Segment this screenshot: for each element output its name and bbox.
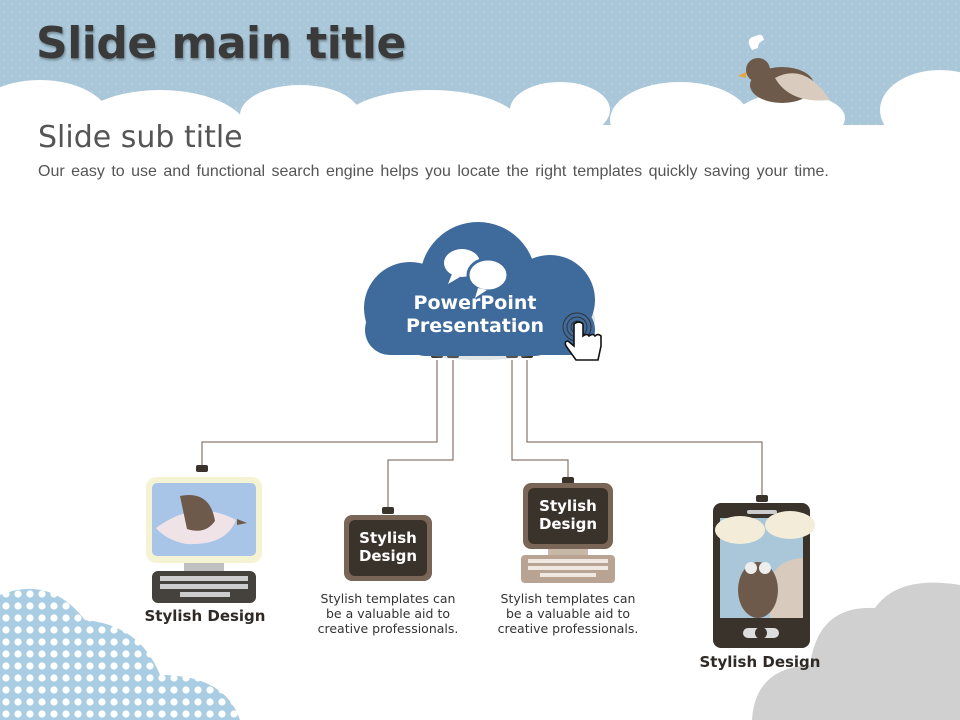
computer-device-3 [521, 483, 615, 583]
bird-icon [738, 34, 830, 103]
text-line: Stylish templates can [320, 591, 456, 606]
text-line: Stylish templates can [500, 591, 636, 606]
device-4-caption: Stylish Design [699, 653, 821, 671]
device-3-screen-text: Stylish Design [528, 497, 608, 533]
bottom-left-dotted-cloud [0, 588, 240, 720]
connector-plugs [196, 352, 768, 514]
text-line: creative professionals. [497, 621, 639, 636]
phone-owl-icon [713, 503, 815, 648]
screen-device-2 [344, 515, 432, 581]
text-line: be a valuable aid to [505, 606, 630, 621]
device-1-caption: Stylish Design [144, 607, 266, 625]
cloud-line1: PowerPoint [413, 292, 537, 314]
cloud-title[interactable]: PowerPoint Presentation [380, 292, 570, 338]
screen-line1: Stylish [359, 529, 417, 547]
cloud-line2: Presentation [406, 315, 544, 337]
screen-line2: Design [358, 547, 418, 565]
hand-cursor-icon [562, 312, 602, 361]
header-clouds [0, 70, 960, 180]
slide-description: Our easy to use and functional search en… [38, 163, 829, 180]
slide-main-title: Slide main title [36, 18, 406, 69]
monitor-bird-icon [146, 477, 262, 603]
text-line: creative professionals. [317, 621, 459, 636]
screen-line1: Stylish [539, 497, 597, 515]
text-line: be a valuable aid to [325, 606, 450, 621]
bottom-right-gray-cloud [752, 582, 960, 720]
slide-subtitle: Slide sub title [38, 120, 243, 155]
device-2-text: Stylish templates can be a valuable aid … [298, 591, 478, 636]
device-2-screen-text: Stylish Design [349, 529, 427, 565]
chat-bubbles-icon [444, 249, 510, 298]
connector-lines [201, 360, 763, 508]
device-3-text: Stylish templates can be a valuable aid … [478, 591, 658, 636]
screen-line2: Design [538, 515, 598, 533]
powerpoint-cloud [364, 222, 595, 360]
